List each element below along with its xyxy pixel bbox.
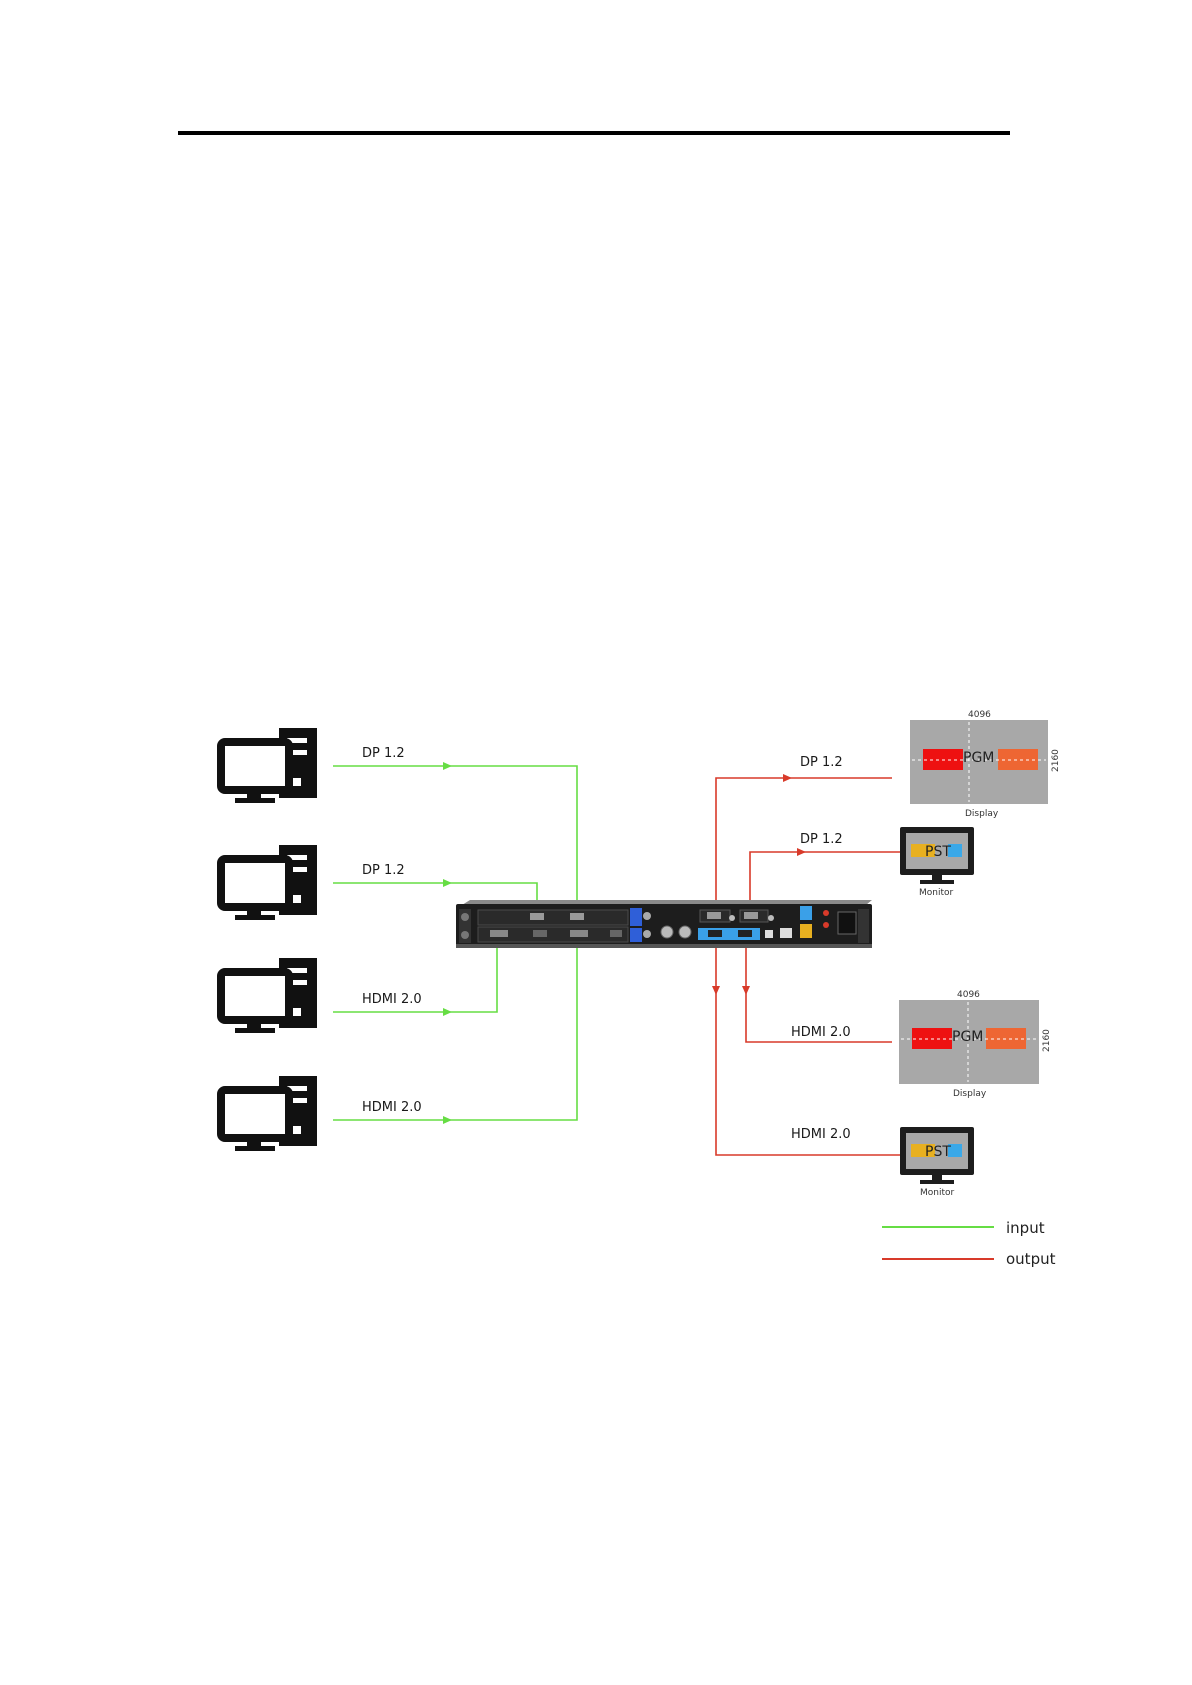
usb-port: [765, 930, 773, 938]
lan-port: [780, 928, 792, 938]
dp-out-port-1: [707, 912, 721, 919]
monitor-2: PST Monitor: [900, 1127, 974, 1198]
output-arrows: [712, 774, 806, 995]
source-label-1: DP 1.2: [362, 746, 405, 761]
hdmi-out-port-1: [708, 930, 722, 937]
display-1-caption: Display: [965, 809, 999, 819]
input-arrow-3: [443, 1008, 452, 1016]
display-1-width-label: 4096: [968, 710, 991, 720]
source-label-3: HDMI 2.0: [362, 992, 422, 1007]
input-arrow-2: [443, 879, 452, 887]
output-label-2: DP 1.2: [800, 832, 843, 847]
display-1: PGM 4096 2160 Display: [910, 710, 1061, 819]
display-2-width-label: 4096: [957, 990, 980, 1000]
genlock-module: [630, 908, 642, 926]
legend: input output: [882, 1219, 1056, 1268]
display-2-height-label: 2160: [1042, 1029, 1052, 1052]
output-arrow-1: [783, 774, 792, 782]
computer-icon: [221, 728, 317, 803]
hdmi-port-2: [570, 930, 588, 937]
top-rule: [178, 131, 1010, 135]
output-arrow-down-2: [712, 986, 720, 995]
output-line-4: [716, 945, 900, 1155]
input-card-dp: [478, 910, 628, 925]
dp-port-2: [570, 913, 584, 920]
source-label-4: HDMI 2.0: [362, 1100, 422, 1115]
input-arrows: [443, 762, 452, 1124]
bnc-connector-2: [679, 926, 691, 938]
source-label-2: DP 1.2: [362, 863, 405, 878]
display-2-caption: Display: [953, 1089, 987, 1099]
hdmi-out-port-2: [738, 930, 752, 937]
display-2: PGM 4096 2160 Display: [899, 990, 1052, 1099]
output-arrow-2: [797, 848, 806, 856]
display-1-screen-text: PGM: [963, 750, 994, 766]
hdmi-port-1: [490, 930, 508, 937]
dp-out-port-2: [744, 912, 758, 919]
input-line-1: [333, 766, 577, 905]
processor-device: [456, 900, 872, 948]
monitor-2-screen-text: PST: [925, 1144, 951, 1160]
input-arrow-4: [443, 1116, 452, 1124]
legend-input-label: input: [1006, 1219, 1045, 1237]
monitor-1-caption: Monitor: [919, 888, 954, 898]
bnc-connector-1: [661, 926, 673, 938]
output-arrow-down-1: [742, 986, 750, 995]
input-arrow-1: [443, 762, 452, 770]
monitor-2-caption: Monitor: [920, 1188, 955, 1198]
display-2-screen-text: PGM: [952, 1029, 983, 1045]
output-label-4: HDMI 2.0: [791, 1127, 851, 1142]
computer-icon: [221, 958, 317, 1033]
output-label-1: DP 1.2: [800, 755, 843, 770]
monitor-1-screen-text: PST: [925, 844, 951, 860]
legend-output-label: output: [1006, 1250, 1056, 1268]
output-label-3: HDMI 2.0: [791, 1025, 851, 1040]
dp-port-1: [530, 913, 544, 920]
display-1-height-label: 2160: [1051, 749, 1061, 772]
input-line-4: [333, 936, 577, 1120]
computer-icon: [221, 845, 317, 920]
power-inlet: [838, 912, 856, 934]
computer-icon: [221, 1076, 317, 1151]
monitor-1: PST Monitor: [900, 827, 974, 898]
